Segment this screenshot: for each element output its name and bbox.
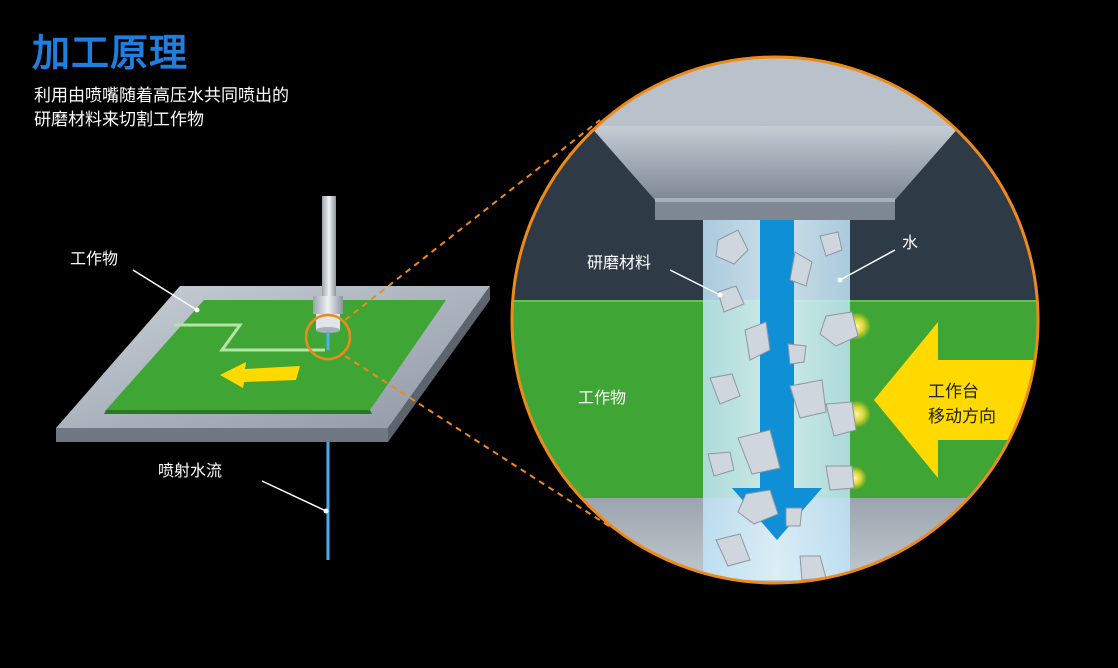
workpiece-label-left: 工作物 [70, 249, 118, 268]
workpiece-label-zoom: 工作物 [578, 388, 626, 407]
description-line-2: 研磨材料来切割工作物 [34, 110, 204, 130]
table-move-arrow [874, 322, 1038, 478]
water-label: 水 [902, 233, 918, 252]
move-arrow-small [220, 362, 300, 388]
water-leader-dot [837, 277, 843, 283]
jet-leader-dot [323, 508, 329, 514]
page-title: 加工原理 [32, 31, 189, 75]
zoom-view [512, 57, 1038, 583]
description-line-1: 利用由喷嘴随着高压水共同喷出的 [34, 86, 289, 106]
zoom-ring [510, 55, 1040, 585]
workpiece-leader-left [132, 269, 198, 311]
water-leader [839, 249, 896, 281]
table-move-label-line2: 移动方向 [928, 407, 996, 427]
workpiece-board [104, 300, 446, 414]
abrasive-leader [669, 269, 721, 296]
zoom-ring-small [304, 313, 352, 361]
abrasive-leader-dot [717, 292, 723, 298]
jet-label: 喷射水流 [158, 461, 222, 480]
abrasive-label: 研磨材料 [587, 253, 651, 272]
table-move-label-line1: 工作台 [928, 382, 979, 402]
workpiece-leader-dot [194, 307, 200, 313]
abrasive-particles [707, 229, 859, 581]
description: 利用由喷嘴随着高压水共同喷出的 研磨材料来切割工作物 [34, 84, 394, 132]
zoom-connector-bottom [344, 355, 613, 529]
left-nozzle [313, 196, 343, 333]
jet-leader [261, 480, 327, 512]
